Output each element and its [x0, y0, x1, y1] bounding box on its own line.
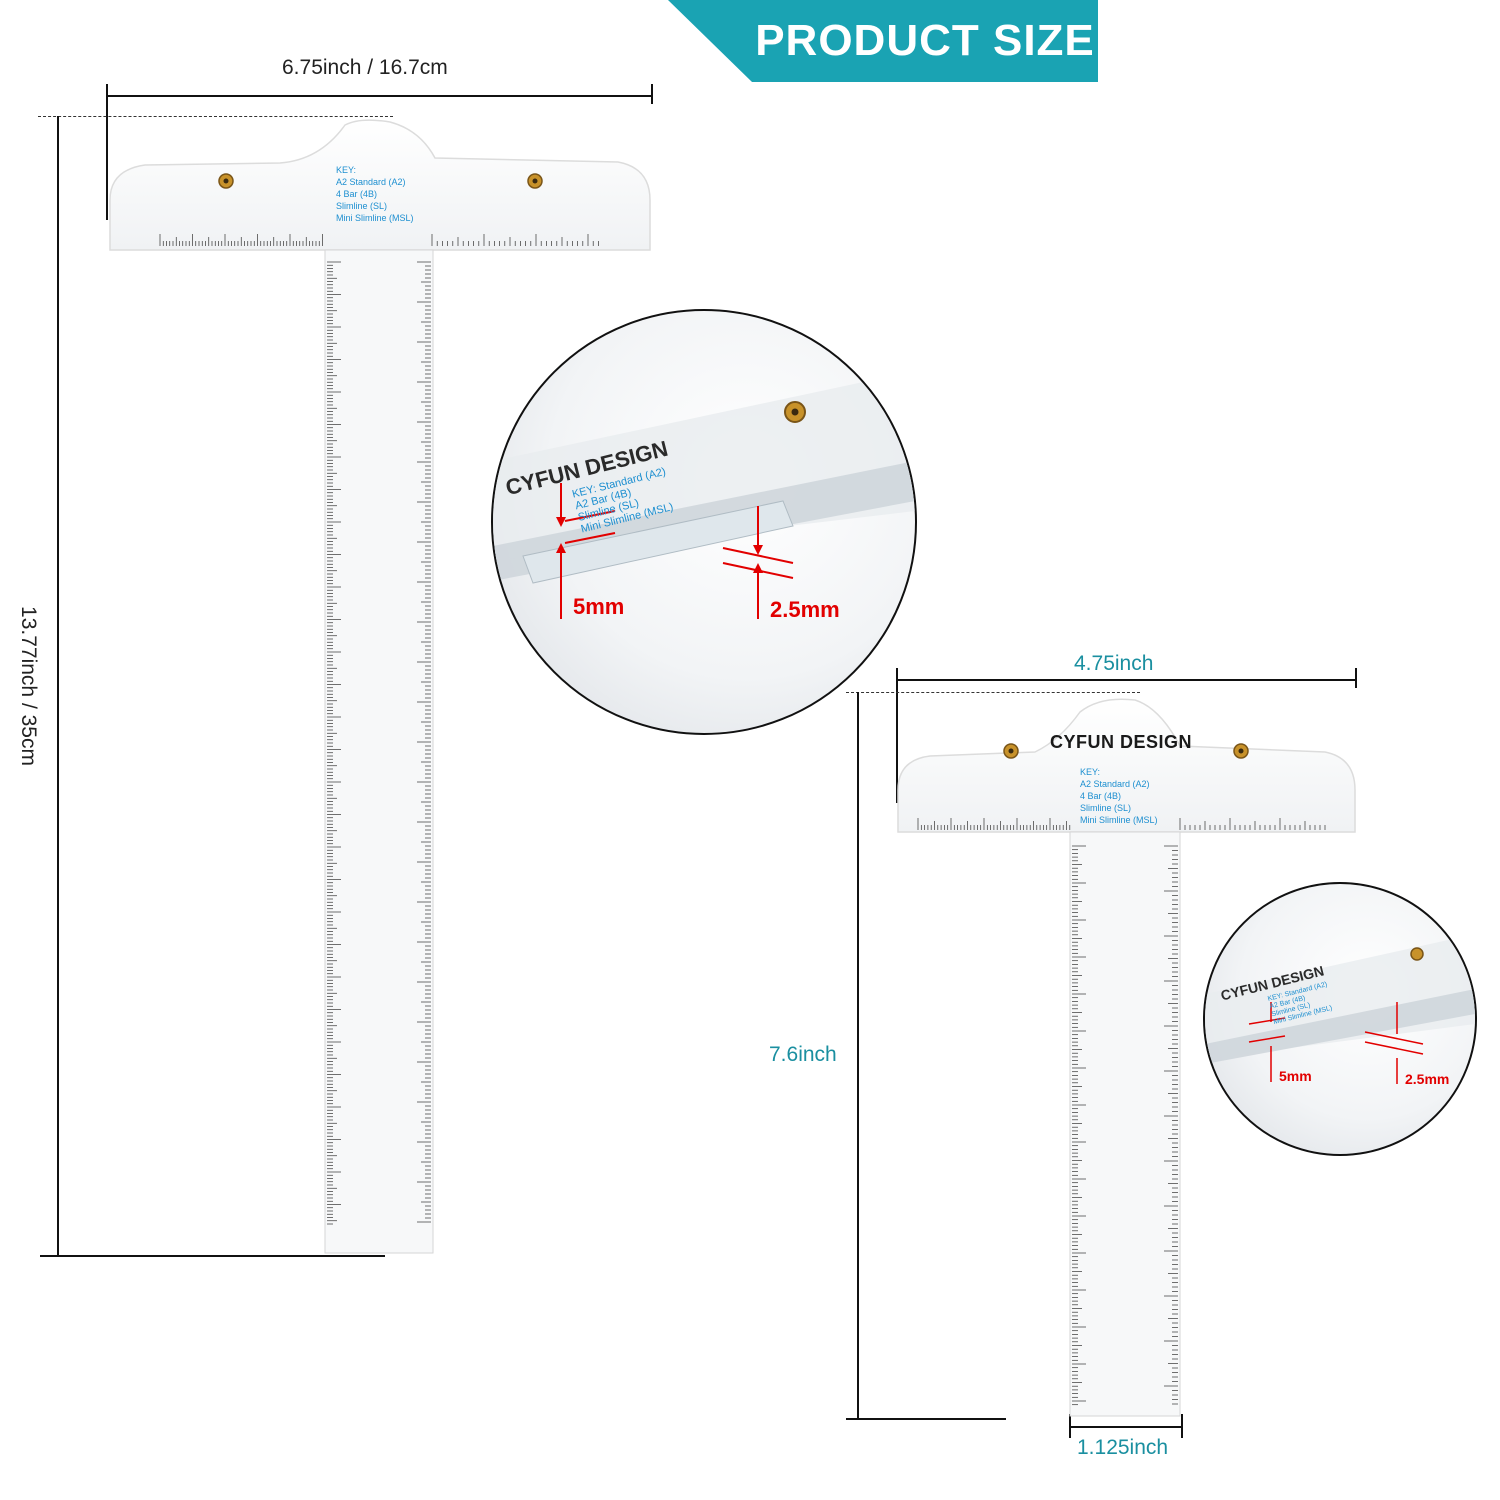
small-ruler-head	[897, 698, 1356, 833]
zoom-large-thickness-5mm: 5mm	[573, 594, 625, 619]
small-top-dashed-line	[846, 692, 1140, 693]
banner-title: PRODUCT SIZE	[755, 16, 1095, 65]
large-head-ticks	[159, 234, 599, 246]
small-head-ticks	[917, 818, 1326, 830]
small-zoom-detail: CYFUN DESIGN KEY: Standard (A2) A2 Bar (…	[1203, 882, 1477, 1156]
large-width-label: 6.75inch / 16.7cm	[282, 56, 448, 79]
large-height-line	[57, 116, 59, 1256]
zoom-large-thickness-2-5mm: 2.5mm	[770, 597, 840, 622]
large-blade-ticks	[327, 261, 431, 1225]
small-blade-width-label: 1.125inch	[1077, 1436, 1169, 1459]
small-height-label: 7.6inch	[769, 1043, 837, 1066]
small-width-label: 4.75inch	[1074, 652, 1154, 675]
small-ruler-key: KEY: A2 Standard (A2) 4 Bar (4B) Slimlin…	[1080, 767, 1158, 825]
zoom-small-thickness-2-5mm: 2.5mm	[1405, 1071, 1450, 1087]
small-ruler-blade	[1069, 831, 1181, 1417]
small-ruler-brand: CYFUN DESIGN	[1050, 732, 1193, 752]
large-top-dashed-line	[38, 116, 393, 117]
product-size-banner: PRODUCT SIZE	[668, 0, 1098, 82]
small-blade-ticks	[1072, 845, 1178, 1406]
large-ruler-head	[109, 119, 651, 251]
large-ruler-key: KEY: A2 Standard (A2) 4 Bar (4B) Slimlin…	[336, 165, 414, 223]
large-width-line	[107, 95, 652, 97]
small-height-line	[857, 692, 859, 1420]
zoom-small-thickness-5mm: 5mm	[1279, 1068, 1312, 1084]
large-zoom-detail: CYFUN DESIGN KEY: Standard (A2) A2 Bar (…	[491, 309, 917, 735]
large-ruler-blade	[324, 249, 434, 1254]
small-blade-width-line	[1069, 1426, 1182, 1428]
small-width-line	[896, 679, 1356, 681]
